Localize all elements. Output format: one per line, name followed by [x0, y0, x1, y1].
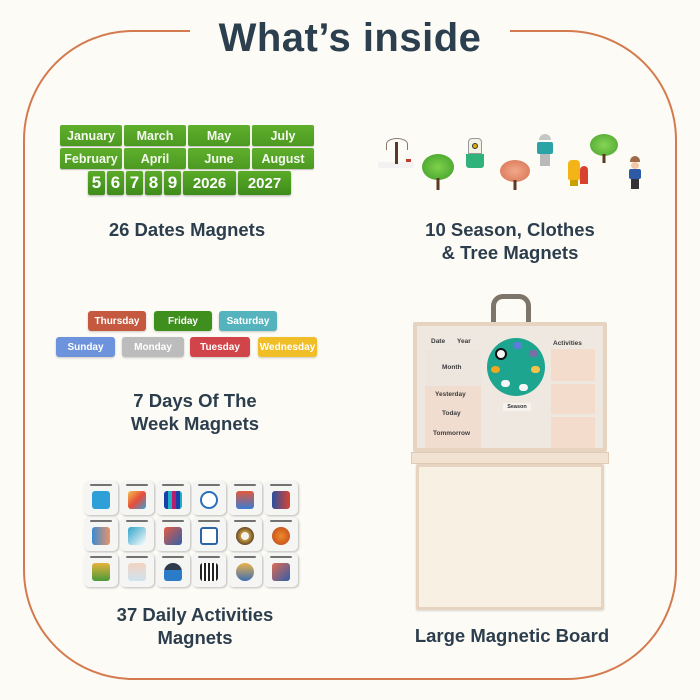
- summer-tree-icon: [588, 134, 620, 164]
- day-magnet-monday: Monday: [122, 337, 184, 357]
- activity-magnet: [192, 517, 226, 551]
- month-magnet: June: [188, 148, 250, 169]
- month-magnet: April: [124, 148, 186, 169]
- number-magnet: 5: [88, 171, 105, 195]
- activity-magnet: [120, 481, 154, 515]
- board-hinge: [411, 452, 609, 464]
- month-magnet: May: [188, 125, 250, 146]
- winter-tree-icon: [378, 136, 414, 170]
- month-magnet: August: [252, 148, 314, 169]
- activity-magnet: [156, 481, 190, 515]
- boy-icon: [628, 156, 642, 190]
- day-magnet-friday: Friday: [154, 311, 212, 331]
- year-magnet: 2026: [183, 171, 236, 195]
- board-caption: Large Magnetic Board: [414, 625, 610, 646]
- activity-magnet: [228, 481, 262, 515]
- days-caption: 7 Days Of The Week Magnets: [130, 390, 260, 434]
- activity-magnet: [228, 553, 262, 587]
- board-label-yesterday: Yesterday: [435, 391, 466, 398]
- activity-magnet: [192, 481, 226, 515]
- dates-caption: 26 Dates Magnets: [108, 219, 266, 240]
- header: What’s inside: [190, 10, 510, 66]
- activities-magnets-image: [84, 481, 298, 587]
- board-label-date: Date: [431, 338, 446, 345]
- number-magnet: 8: [145, 171, 162, 195]
- year-magnet: 2027: [238, 171, 291, 195]
- day-magnet-tuesday: Tuesday: [190, 337, 250, 357]
- activity-magnet: [264, 517, 298, 551]
- activity-magnet: [156, 517, 190, 551]
- activity-magnet: [156, 553, 190, 587]
- number-magnet: 9: [164, 171, 181, 195]
- month-magnet: March: [124, 125, 186, 146]
- board-label-year: Year: [457, 338, 471, 345]
- month-row: February April June August: [60, 148, 314, 169]
- activity-magnet: [264, 553, 298, 587]
- board-handle: [491, 294, 531, 330]
- dates-magnets-image: January March May July February April Ju…: [60, 125, 314, 195]
- activity-magnet: [84, 517, 118, 551]
- board-top-panel: Date Year Month Yesterday Today Tommorro…: [413, 322, 607, 452]
- month-row: January March May July: [60, 125, 314, 146]
- activities-caption: 37 Daily Activities Magnets: [116, 604, 274, 648]
- autumn-tree-icon: [500, 160, 530, 190]
- page-title: What’s inside: [218, 15, 482, 60]
- board-label-today: Today: [442, 410, 461, 417]
- dress-icon: [466, 138, 484, 170]
- board-label-activities: Activities: [553, 340, 582, 347]
- board-bottom-panel: [416, 464, 604, 610]
- season-wheel: [487, 338, 545, 396]
- activity-magnet: [228, 517, 262, 551]
- seasons-caption: 10 Season, Clothes & Tree Magnets: [425, 219, 595, 263]
- day-magnet-sunday: Sunday: [56, 337, 115, 357]
- season-magnets-image: [376, 132, 660, 194]
- green-tree-icon: [422, 154, 454, 192]
- activity-magnet: [192, 553, 226, 587]
- activity-magnet: [120, 517, 154, 551]
- month-magnet: July: [252, 125, 314, 146]
- activity-magnet: [84, 481, 118, 515]
- board-label-month: Month: [442, 364, 462, 371]
- winter-clothes-icon: [536, 134, 554, 168]
- activity-magnet: [84, 553, 118, 587]
- raincoat-icon: [566, 160, 590, 190]
- day-magnet-thursday: Thursday: [88, 311, 146, 331]
- number-magnet: 7: [126, 171, 143, 195]
- activity-magnet: [264, 481, 298, 515]
- day-magnet-saturday: Saturday: [219, 311, 277, 331]
- board-label-tomorrow: Tommorrow: [433, 430, 471, 437]
- month-magnet: January: [60, 125, 122, 146]
- number-row: 5 6 7 8 9 2026 2027: [88, 171, 314, 195]
- month-magnet: February: [60, 148, 122, 169]
- board-label-season: Season: [503, 403, 531, 411]
- activity-magnet: [120, 553, 154, 587]
- number-magnet: 6: [107, 171, 124, 195]
- magnetic-board-image: Date Year Month Yesterday Today Tommorro…: [411, 294, 609, 610]
- day-magnet-wednesday: Wednesday: [258, 337, 317, 357]
